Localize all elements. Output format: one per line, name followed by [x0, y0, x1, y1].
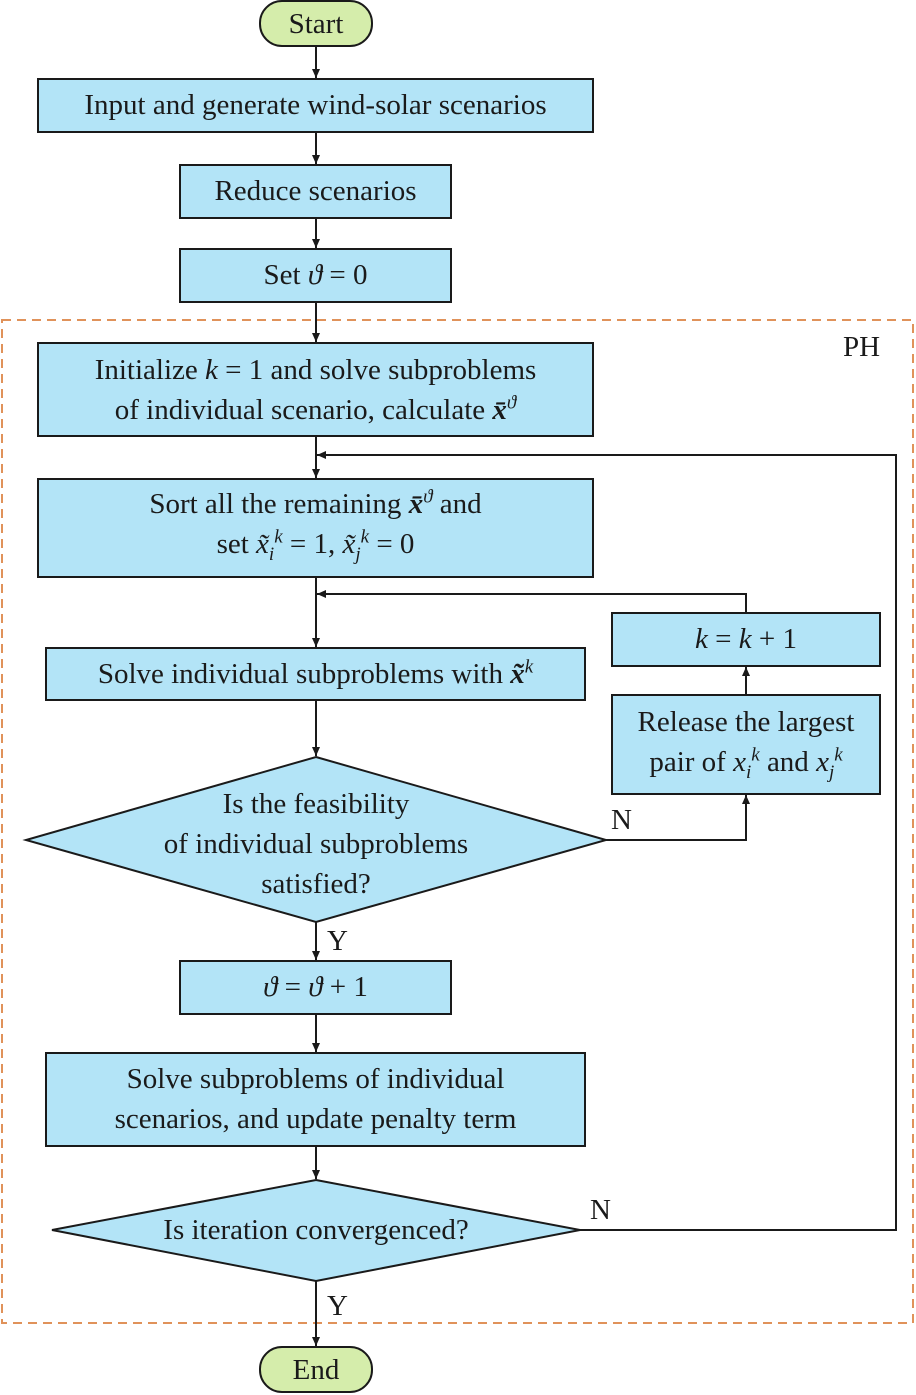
- feasible-line-1: Is the feasibility: [222, 788, 410, 820]
- k-increment-label: k = k + 1: [612, 619, 880, 659]
- theta-inc-plus: + 1: [322, 971, 368, 1003]
- edge-label-converge-yes: Y: [327, 1290, 348, 1322]
- release-xj: x: [816, 746, 829, 778]
- init-line-2: of individual scenario, calculate x̄ϑ: [38, 390, 593, 430]
- init-line-1: Initialize k = 1 and solve subproblems: [38, 350, 593, 390]
- set-theta-rest: = 0: [322, 259, 368, 291]
- theta-increment-label: ϑ = ϑ + 1: [180, 967, 451, 1007]
- sort-xbar: x̄: [408, 488, 424, 520]
- feasible-line-3: satisfied?: [261, 868, 371, 900]
- sort-xj-sup: k: [360, 526, 370, 548]
- reduce-box-shape: [179, 164, 452, 219]
- reduce-label: Reduce scenarios: [214, 175, 417, 207]
- solve-individual-label: Solve individual subproblems with x̃k: [46, 654, 585, 694]
- solve-individual-box-shape: [45, 647, 586, 701]
- end-label: End: [292, 1354, 340, 1386]
- init-box-shape: [37, 342, 594, 437]
- init-line2-a: of individual scenario, calculate: [114, 394, 493, 426]
- sort-xj-sub: j: [355, 543, 361, 565]
- k-inc-plus: + 1: [751, 623, 797, 655]
- release-xj-sup: k: [834, 744, 843, 766]
- sort-line-2: set x̃ik = 1, x̃jk = 0: [38, 524, 593, 564]
- edge-label-converge-no: N: [590, 1194, 611, 1226]
- input-label: Input and generate wind-solar scenarios: [84, 89, 547, 121]
- solve-sub-line-2: scenarios, and update penalty term: [114, 1103, 517, 1135]
- theta-symbol: ϑ: [307, 259, 323, 291]
- init-line1-a: Initialize: [94, 354, 206, 386]
- release-xi-sup: k: [751, 744, 760, 766]
- init-k: k: [205, 354, 218, 386]
- sort-line-1: Sort all the remaining x̄ϑ and: [38, 484, 593, 524]
- convergence-label: Is iteration convergenced?: [163, 1214, 469, 1246]
- theta-inc-v2: ϑ: [308, 971, 323, 1003]
- sort-mid: = 1,: [282, 528, 343, 560]
- sort-line1-a: Sort all the remaining: [149, 488, 409, 520]
- start-label: Start: [288, 8, 344, 40]
- k-inc-k1: k: [695, 623, 708, 655]
- k-inc-k2: k: [738, 623, 752, 655]
- theta-inc-eq: =: [277, 971, 309, 1003]
- sort-xi-sub: i: [268, 543, 275, 565]
- release-and: and: [759, 746, 817, 778]
- sort-xi: x̃: [256, 528, 269, 560]
- edge-label-feasible-yes: Y: [327, 925, 348, 957]
- init-xbar-sup: ϑ: [506, 392, 517, 414]
- release-xj-sub: j: [828, 761, 835, 783]
- feasibility-label: Is the feasibility of individual subprob…: [96, 784, 536, 904]
- sort-end: = 0: [369, 528, 415, 560]
- sort-xi-sup: k: [274, 526, 283, 548]
- solve-sub-line-1: Solve subproblems of individual: [126, 1063, 505, 1095]
- solve-subproblems-label: Solve subproblems of individual scenario…: [46, 1059, 585, 1139]
- release-line2-a: pair of: [649, 746, 734, 778]
- release-label: Release the largest pair of xik and xjk: [612, 702, 880, 782]
- end-terminal-shape: [259, 1346, 373, 1393]
- arrow-converge-no-loop: [317, 451, 897, 1231]
- sort-xj: x̃: [342, 528, 356, 560]
- solve-subproblems-box-shape: [45, 1052, 586, 1147]
- set-theta-box-shape: [179, 248, 452, 303]
- init-line1-b: = 1 and solve subproblems: [217, 354, 537, 386]
- sort-line1-b: and: [432, 488, 482, 520]
- release-xi: x: [733, 746, 746, 778]
- arrow-feasible-no: [606, 795, 750, 841]
- solve-ind-sup: k: [524, 656, 534, 678]
- feasible-line-2: of individual subproblems: [163, 828, 469, 860]
- sort-label: Sort all the remaining x̄ϑ and set x̃ik …: [38, 484, 593, 564]
- k-inc-eq: =: [707, 623, 739, 655]
- theta-increment-box-shape: [179, 960, 452, 1015]
- set-theta-prefix: Set: [263, 259, 308, 291]
- ph-region-border: [1, 319, 914, 1324]
- solve-ind-xtilde: x̃: [510, 658, 525, 690]
- sort-xbar-sup: ϑ: [423, 486, 433, 508]
- theta-inc-v1: ϑ: [263, 971, 278, 1003]
- release-line-1: Release the largest: [637, 706, 855, 738]
- solve-ind-text: Solve individual subproblems with: [97, 658, 511, 690]
- init-xbar: x̄: [492, 394, 507, 426]
- edge-label-feasible-no: N: [611, 804, 632, 836]
- init-label: Initialize k = 1 and solve subproblems o…: [38, 350, 593, 430]
- set-theta-label: Set ϑ = 0: [180, 255, 451, 295]
- ph-region-label: PH: [843, 331, 881, 363]
- sort-line2-a: set: [216, 528, 257, 560]
- release-line-2: pair of xik and xjk: [612, 742, 880, 782]
- sort-box-shape: [37, 478, 594, 578]
- arrow-k-loop-back: [317, 590, 747, 613]
- release-xi-sub: i: [745, 761, 752, 783]
- input-box-shape: [37, 78, 594, 133]
